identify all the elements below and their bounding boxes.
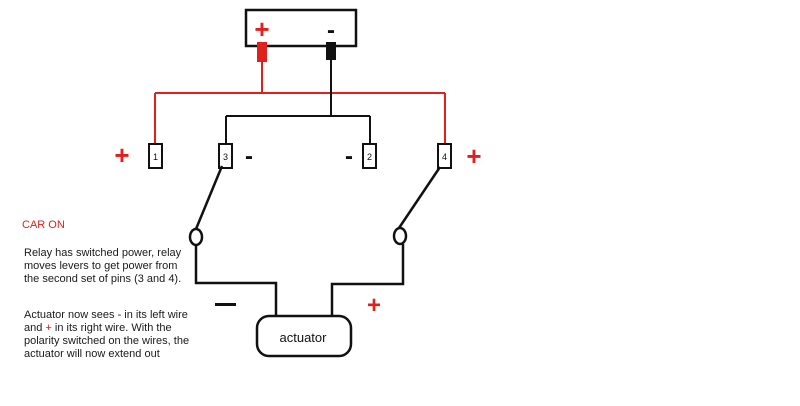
pin-3-label: 3 [223, 152, 228, 162]
pin-2-polarity: - [345, 143, 353, 170]
battery-minus-sign: - [327, 17, 335, 44]
pin-4-label: 4 [442, 152, 447, 162]
pin-1 [148, 143, 163, 169]
actuator-wiring [194, 244, 405, 316]
positive-wiring [154, 62, 446, 144]
actuator-label: actuator [280, 330, 328, 345]
battery-negative-terminal [326, 42, 336, 60]
caption-part-b: in its left wire and [24, 309, 188, 334]
pin-4 [437, 143, 452, 169]
battery-positive-terminal [257, 42, 267, 62]
right-lever [397, 166, 442, 229]
battery-box [244, 8, 358, 48]
actuator-left-wire [194, 245, 278, 316]
battery-plus-sign: + [254, 14, 269, 44]
right-lever-pivot [392, 226, 408, 246]
actuator-right-wire-plus-sign: + [367, 292, 381, 319]
pin-1-polarity: + [114, 140, 129, 170]
relay-pins: 1 3 2 4 [148, 143, 452, 169]
caption-part-c: in its right wire. With the polarity swi… [24, 322, 190, 360]
actuator-body [255, 314, 353, 358]
left-lever [194, 165, 224, 230]
caption-title: CAR ON [22, 219, 65, 231]
pin-4-polarity: + [466, 141, 481, 171]
actuator-right-wire [330, 244, 405, 316]
caption-part-a: Actuator now sees [24, 309, 118, 321]
caption-minus-sign: - [117, 309, 122, 321]
left-lever-pivot [188, 227, 204, 247]
pin-1-label: 1 [153, 152, 158, 162]
pin-3-polarity: - [245, 143, 253, 170]
caption-plus-sign: + [45, 322, 52, 334]
actuator-left-wire-minus-mark [215, 303, 236, 306]
relay-levers [194, 165, 442, 230]
pin-3 [218, 143, 233, 169]
caption-relay-description: Relay has switched power, relay moves le… [24, 247, 182, 285]
pin-2-label: 2 [367, 152, 372, 162]
caption-actuator-description: Actuator now sees - in its left wire and… [24, 309, 204, 361]
pin-2 [362, 143, 377, 169]
negative-wiring [225, 60, 371, 144]
